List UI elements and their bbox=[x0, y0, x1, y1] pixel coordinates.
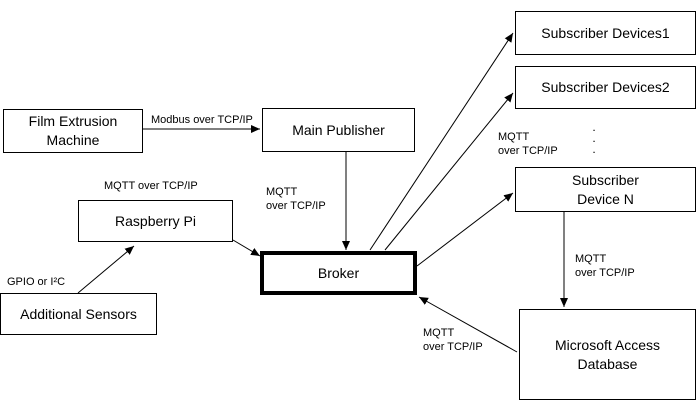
mqtt-subscribern-db-line2: over TCP/IP bbox=[575, 267, 635, 279]
arrow-db-to-broker bbox=[418, 296, 518, 353]
subscriber-devices2-label: Subscriber Devices2 bbox=[541, 79, 670, 95]
arrow-broker-to-subscribern bbox=[416, 192, 514, 267]
mqtt-publisher-broker-line1: MQTT bbox=[266, 186, 298, 198]
mqtt-db-broker-label: MQTT over TCP/IP bbox=[423, 326, 483, 354]
raspberry-pi-label: Raspberry Pi bbox=[115, 212, 196, 229]
arrow-broker-to-subscriber2 bbox=[384, 92, 514, 251]
mqtt-subscribern-db-line1: MQTT bbox=[575, 253, 607, 265]
broker-node: Broker bbox=[260, 251, 417, 295]
subscriber-device-n-line2: Device N bbox=[577, 190, 634, 207]
arrow-sensors-to-raspberry bbox=[77, 245, 135, 294]
mqtt-publisher-broker-label: MQTT over TCP/IP bbox=[266, 185, 326, 213]
main-publisher-label: Main Publisher bbox=[292, 121, 385, 138]
microsoft-access-database-node: Microsoft Access Database bbox=[519, 309, 696, 400]
modbus-label: Modbus over TCP/IP bbox=[151, 114, 253, 126]
mqtt-subscribers-line1: MQTT bbox=[498, 131, 530, 143]
mqtt-subscribers-label: MQTT over TCP/IP bbox=[498, 130, 558, 158]
gpio-label: GPIO or I²C bbox=[7, 276, 66, 288]
subscriber-device-n-node: Subscriber Device N bbox=[515, 167, 696, 212]
subscriber-devices2-node: Subscriber Devices2 bbox=[515, 66, 696, 109]
main-publisher-node: Main Publisher bbox=[262, 108, 415, 152]
film-extrusion-machine-node: Film Extrusion Machine bbox=[3, 109, 143, 153]
access-db-line1: Microsoft Access bbox=[554, 336, 661, 353]
raspberry-pi-node: Raspberry Pi bbox=[78, 200, 233, 242]
additional-sensors-label: Additional Sensors bbox=[20, 305, 137, 322]
broker-label: Broker bbox=[317, 264, 360, 281]
film-extrusion-line2: Machine bbox=[46, 132, 100, 148]
mqtt-raspberry-label: MQTT over TCP/IP bbox=[104, 180, 198, 192]
arrow-raspberry-to-broker bbox=[232, 239, 261, 257]
mqtt-subscribers-line2: over TCP/IP bbox=[498, 145, 558, 157]
ellipsis-vertical: . . . bbox=[592, 120, 596, 156]
film-extrusion-line1: Film Extrusion bbox=[28, 113, 118, 129]
arrow-broker-to-subscriber1 bbox=[369, 32, 514, 251]
mqtt-db-broker-line1: MQTT bbox=[423, 327, 455, 339]
subscriber-devices1-node: Subscriber Devices1 bbox=[515, 11, 696, 55]
additional-sensors-node: Additional Sensors bbox=[0, 293, 157, 335]
mqtt-publisher-broker-line2: over TCP/IP bbox=[266, 200, 326, 212]
mqtt-subscribern-db-label: MQTT over TCP/IP bbox=[575, 252, 635, 280]
mqtt-db-broker-line2: over TCP/IP bbox=[423, 341, 483, 353]
access-db-line2: Database bbox=[577, 355, 638, 372]
subscriber-devices1-label: Subscriber Devices1 bbox=[541, 24, 670, 41]
subscriber-device-n-line1: Subscriber bbox=[572, 171, 639, 188]
